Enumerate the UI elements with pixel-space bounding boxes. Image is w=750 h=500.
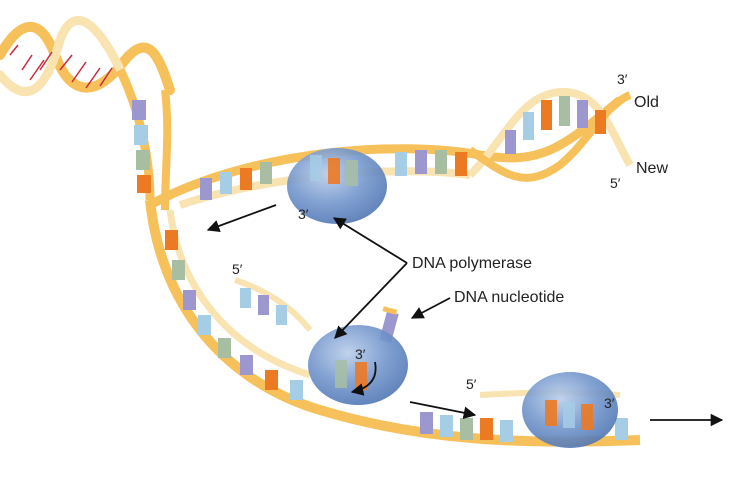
- unwound-parental-region: [115, 67, 172, 211]
- arrow-polymerase-to-lower: [334, 262, 408, 339]
- label-new: New: [636, 160, 668, 177]
- upper-arm: [147, 96, 623, 209]
- label-3prime-right-enzyme: 3′: [604, 395, 615, 411]
- upper-right-helix: [467, 87, 634, 182]
- arrow-nucleotide: [410, 297, 451, 319]
- arrow-lower-direction: [409, 401, 477, 419]
- old-strand-backbone: [467, 91, 632, 182]
- upper-old-backbone: [147, 96, 623, 209]
- lower-arm: [145, 199, 641, 447]
- label-3prime-top-right: 3′: [617, 71, 628, 87]
- arrows: [206, 204, 724, 427]
- label-5prime-lower: 5′: [466, 376, 477, 392]
- label-5prime-top-right: 5′: [610, 175, 621, 191]
- okazaki-fragment: [234, 277, 313, 332]
- label-3prime-upper-enzyme: 3′: [298, 206, 309, 222]
- upper-bases: [200, 150, 467, 200]
- arrow-curved-incorporation: [350, 361, 377, 396]
- red-base-pairs: [9, 44, 113, 89]
- lower-old-backbone: [145, 199, 641, 447]
- label-dna-nucleotide: DNA nucleotide: [454, 289, 564, 306]
- parental-backbone-a: [0, 21, 175, 95]
- label-old: Old: [634, 94, 659, 111]
- label-5prime-fragment: 5′: [232, 261, 243, 277]
- arrow-upper-direction: [206, 204, 277, 233]
- label-3prime-lower-enzyme: 3′: [355, 346, 366, 362]
- arrow-polymerase-to-upper: [332, 217, 408, 264]
- new-strand-backbone: [467, 87, 634, 178]
- parental-backbone-b: [0, 15, 130, 97]
- label-dna-polymerase: DNA polymerase: [412, 255, 532, 272]
- lower-bases: [165, 230, 628, 442]
- parental-helix-top-left: [0, 15, 175, 97]
